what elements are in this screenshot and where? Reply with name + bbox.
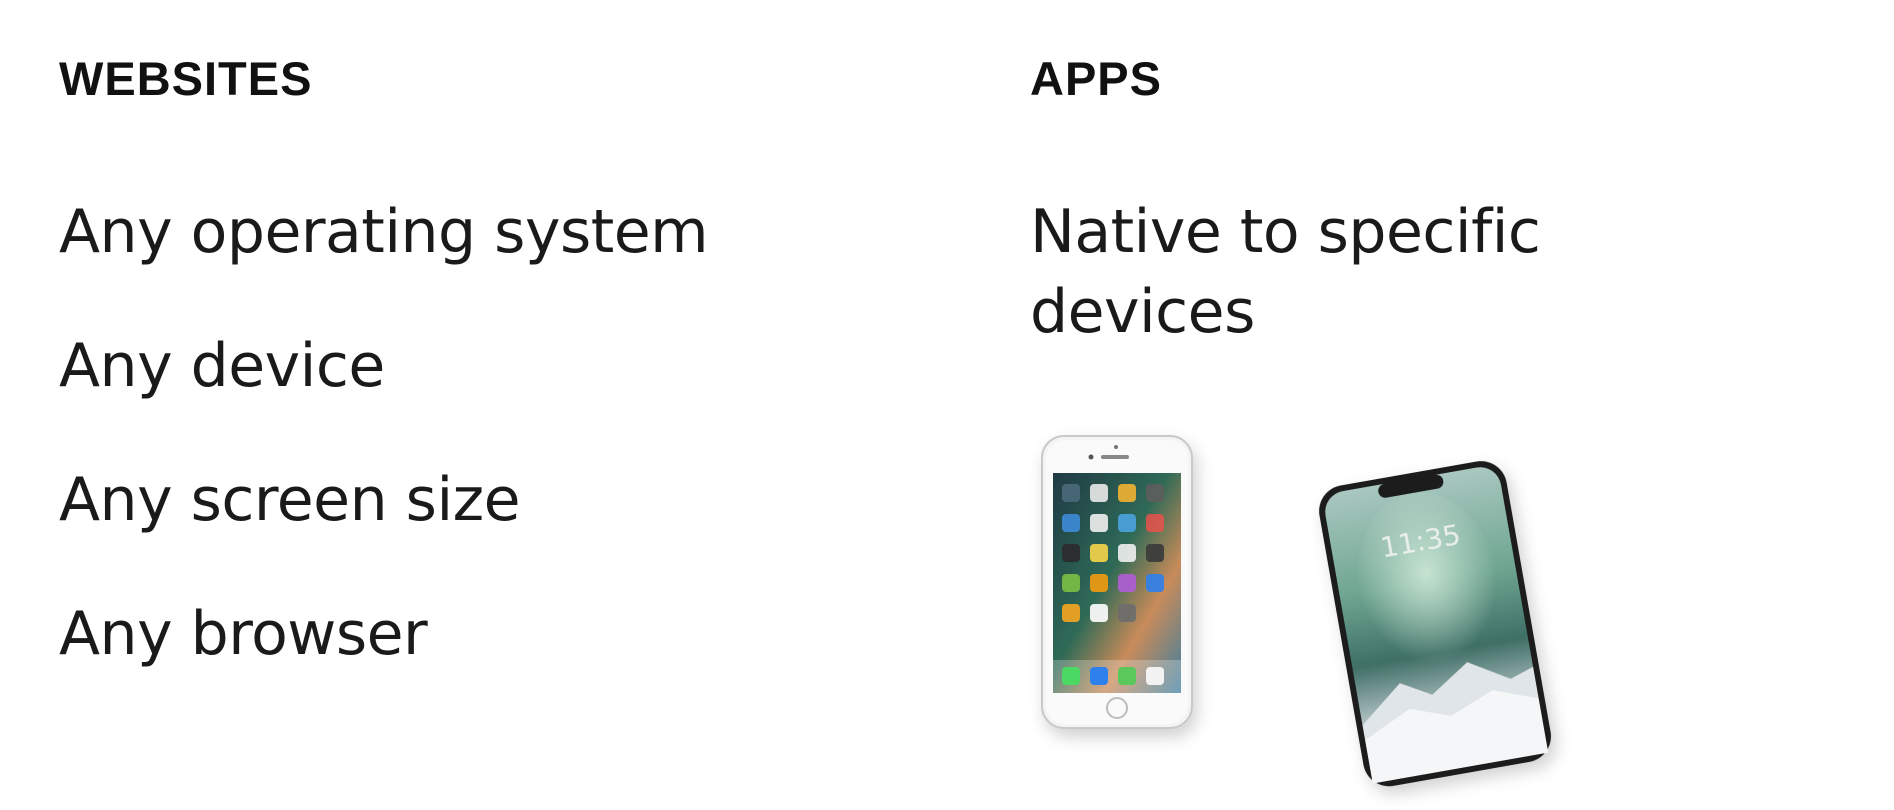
- phones-illustration: 11:35: [1041, 435, 1551, 787]
- black-iphone: 11:35: [1319, 461, 1551, 787]
- websites-item-browser: Any browser: [59, 599, 428, 669]
- websites-heading: WEBSITES: [59, 52, 313, 105]
- white-iphone: [1041, 435, 1193, 729]
- websites-item-device: Any device: [59, 331, 385, 401]
- apps-heading: APPS: [1030, 52, 1162, 105]
- websites-item-operating-system: Any operating system: [59, 197, 709, 267]
- apps-description: Native to specific devices: [1030, 197, 1541, 347]
- websites-item-screen-size: Any screen size: [59, 465, 521, 535]
